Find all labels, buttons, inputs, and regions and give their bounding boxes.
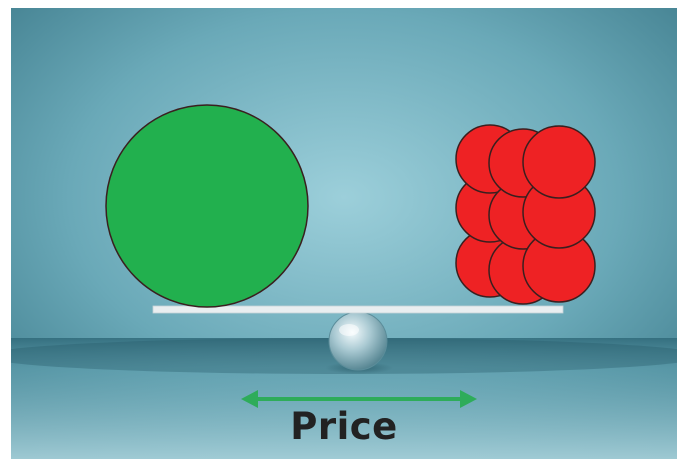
- sphere-highlight: [339, 324, 359, 336]
- red-circle: [522, 125, 596, 199]
- price-label: Price: [290, 405, 398, 448]
- large-green-circle-icon: [105, 104, 309, 308]
- red-circle-cluster-icon: [455, 124, 596, 305]
- scene: [11, 8, 677, 459]
- glass-sphere-icon: [328, 311, 388, 371]
- balance-scale-illustration: Price: [11, 8, 677, 459]
- double-headed-arrow-icon: [241, 390, 477, 408]
- scale-beam: [152, 305, 564, 314]
